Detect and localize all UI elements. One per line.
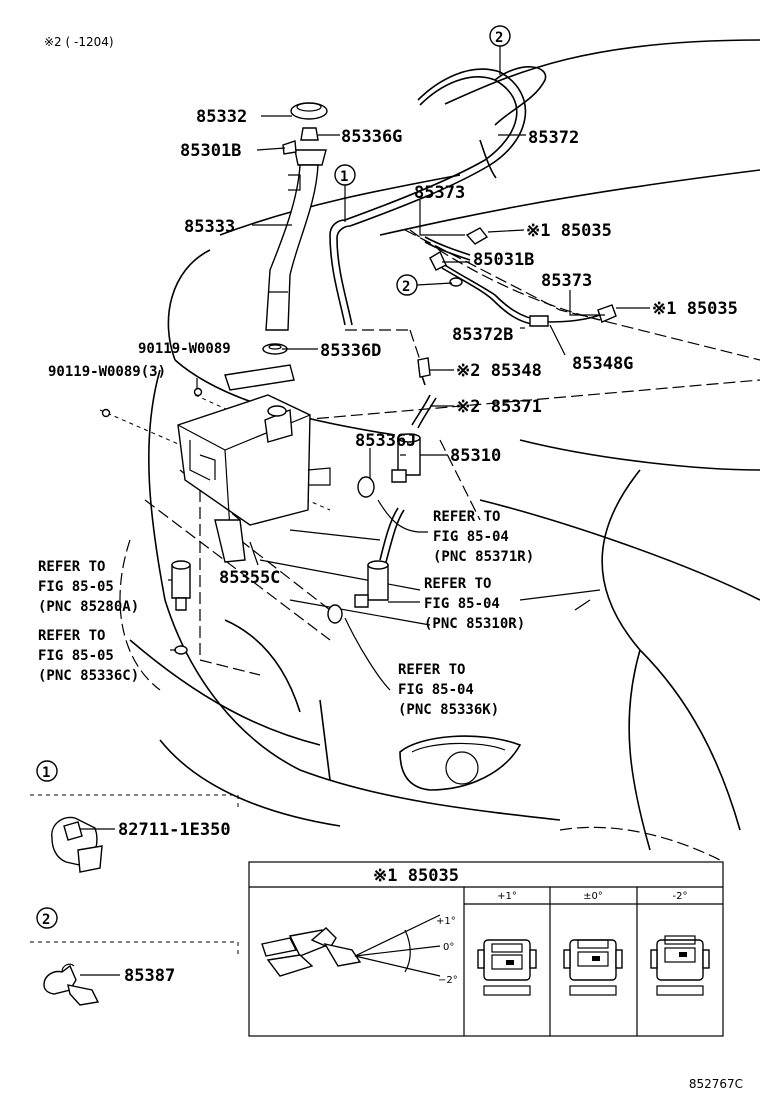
label-85301B: 85301B — [180, 141, 241, 161]
label-85332: 85332 — [196, 107, 247, 127]
ref5-line1: REFER TO — [398, 662, 465, 678]
ref1-line1: REFER TO — [433, 509, 500, 525]
nozzles — [417, 227, 617, 378]
label-90119-W0089: 90119-W0089 — [138, 341, 231, 357]
ref1-line3: (PNC 85371R) — [433, 549, 534, 565]
ref5-line3: (PNC 85336K) — [398, 702, 499, 718]
refer-to-notes: REFER TO FIG 85-04 (PNC 85371R) REFER TO… — [38, 509, 534, 718]
label-85336D: 85336D — [320, 341, 381, 361]
label-85310: 85310 — [450, 446, 501, 466]
label-85348G: 85348G — [572, 354, 633, 374]
ref4-line3: (PNC 85336C) — [38, 668, 139, 684]
header-note: ※2 ( -1204) — [44, 35, 114, 49]
inset-1-part: 82711-1E350 — [118, 820, 231, 840]
ref3-line3: (PNC 85310R) — [424, 616, 525, 632]
ref2-line3: (PNC 85280A) — [38, 599, 139, 615]
filler-neck-assembly — [265, 102, 328, 331]
ref2-line2: FIG 85-05 — [38, 579, 114, 595]
label-85031B: 85031B — [473, 250, 534, 270]
nozzle-angle-table: ※1 85035 +1° ±0° -2° +1° 0° −2° — [248, 861, 724, 1037]
ref2-line1: REFER TO — [38, 559, 105, 575]
vehicle-body-outline — [129, 39, 760, 851]
inset-2-number: 2 — [42, 912, 50, 928]
figure-id: 852767C — [689, 1077, 743, 1091]
nozzle-face-plus1 — [477, 939, 537, 996]
callout-2-mid: 2 — [402, 279, 410, 295]
ref3-line2: FIG 85-04 — [424, 596, 500, 612]
ref1-line2: FIG 85-04 — [433, 529, 509, 545]
leader-lines — [168, 115, 650, 691]
label-85035-lower: ※1 85035 — [652, 299, 738, 319]
angle-minus2: −2° — [438, 975, 458, 986]
inset-2-part: 85387 — [124, 966, 175, 986]
hose-lines — [329, 66, 601, 563]
nozzle-face-minus2 — [650, 935, 710, 996]
callout-2-top: 2 — [495, 30, 503, 46]
angle-zero: 0° — [443, 942, 454, 953]
callouts: 2 1 2 — [334, 25, 511, 296]
label-85333: 85333 — [184, 217, 235, 237]
label-85372B: 85372B — [452, 325, 513, 345]
label-85035-upper: ※1 85035 — [526, 221, 612, 241]
ref4-line1: REFER TO — [38, 628, 105, 644]
nozzle-face-zero — [563, 939, 623, 996]
hidden-lines — [99, 229, 760, 861]
table-col-plus1: +1° — [497, 891, 517, 902]
table-title: ※1 85035 — [373, 866, 459, 886]
label-85348: ※2 85348 — [456, 361, 542, 381]
washer-pumps — [171, 433, 421, 655]
label-85336J: 85336J — [355, 431, 416, 451]
callout-1: 1 — [340, 169, 348, 185]
inset-1: 1 82711-1E350 — [30, 760, 239, 873]
label-85372: 85372 — [528, 128, 579, 148]
inset-2: 2 85387 — [30, 907, 239, 1006]
grommets — [101, 343, 375, 624]
washer-tank — [177, 364, 331, 563]
ref3-line1: REFER TO — [424, 576, 491, 592]
ref4-line2: FIG 85-05 — [38, 648, 114, 664]
label-85373-lower: 85373 — [541, 271, 592, 291]
ref5-line2: FIG 85-04 — [398, 682, 474, 698]
table-col-zero: ±0° — [583, 891, 603, 902]
label-90119-W0089-3: 90119-W0089(3) — [48, 364, 166, 380]
label-85355C: 85355C — [219, 568, 280, 588]
inset-1-number: 1 — [42, 765, 50, 781]
part-labels: 85332 85336G 85301B 85372 85333 85373 ※1… — [48, 107, 738, 588]
label-85373-upper: 85373 — [414, 183, 465, 203]
table-col-minus2: -2° — [673, 891, 688, 902]
label-85371: ※2 85371 — [456, 397, 542, 417]
angle-plus1: +1° — [436, 916, 456, 927]
label-85336G: 85336G — [341, 127, 402, 147]
